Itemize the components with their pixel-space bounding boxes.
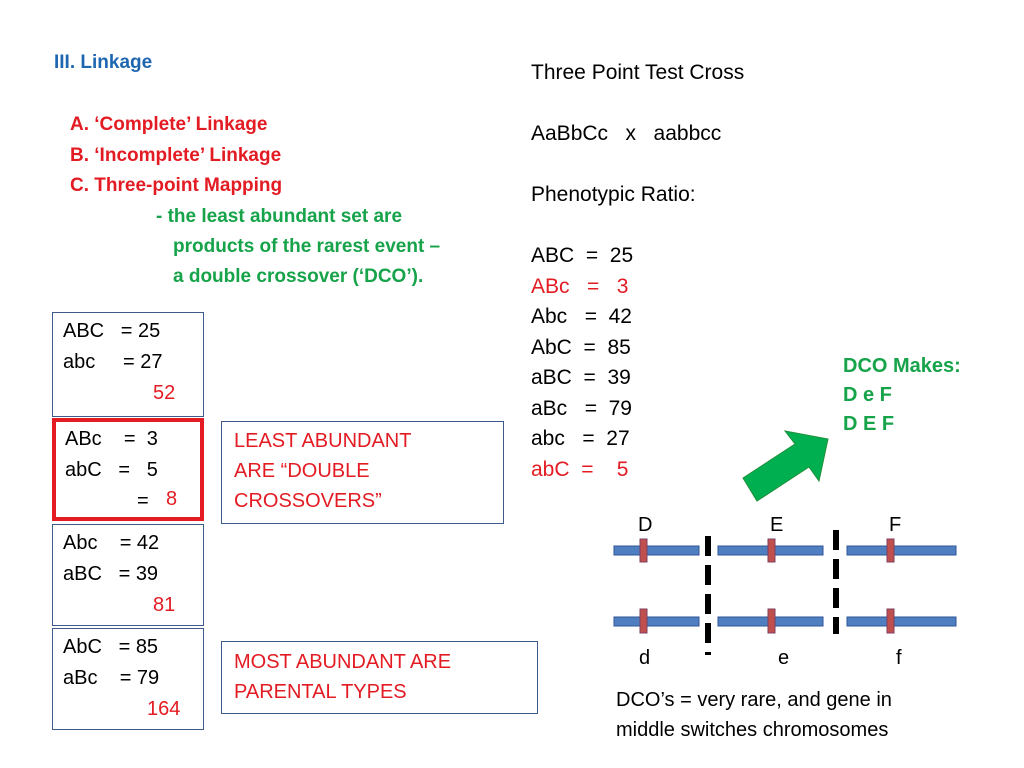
chromosome-segment <box>846 616 957 627</box>
ratio-row: ABC = 25 <box>531 244 634 267</box>
group-line: ABC = 25 <box>63 320 161 342</box>
dco-heading: DCO Makes: <box>843 355 961 377</box>
caption-line: middle switches chromosomes <box>616 719 889 741</box>
arrow-icon <box>742 430 829 502</box>
section-heading: III. Linkage <box>54 52 153 73</box>
dco-line: D E F <box>843 413 895 435</box>
chromosome-segment <box>846 545 957 556</box>
gene-label-bottom: f <box>896 647 902 669</box>
group-total: 8 <box>166 488 178 510</box>
chromosome-diagram <box>613 530 957 655</box>
group-box-sco-1: Abc = 42 aBC = 39 81 <box>52 524 204 626</box>
outline-item-incomplete: B. ‘Incomplete’ Linkage <box>70 145 282 166</box>
callout-line: PARENTAL TYPES <box>234 681 407 703</box>
callout-least-abundant: LEAST ABUNDANT ARE “DOUBLE CROSSOVERS” <box>221 421 504 524</box>
gene-label-top: F <box>889 514 902 536</box>
chromosome-segment <box>613 616 700 627</box>
group-line: aBc = 79 <box>63 667 160 689</box>
gene-label-top: E <box>770 514 784 536</box>
group-total: 52 <box>153 382 176 404</box>
caption-line: DCO’s = very rare, and gene in <box>616 689 892 711</box>
ratio-row: abc = 27 <box>531 427 630 450</box>
group-total-equals: = <box>137 490 149 512</box>
group-total: 164 <box>147 698 181 720</box>
group-line: aBC = 39 <box>63 563 159 585</box>
note-line-3: a double crossover (‘DCO’). <box>173 266 424 287</box>
gene-marker <box>767 608 776 634</box>
gene-label-top: D <box>638 514 653 536</box>
group-line: abc = 27 <box>63 351 163 373</box>
dco-block: DCO Makes: D e F D E F <box>843 352 961 439</box>
gene-marker <box>639 538 648 563</box>
group-box-parental-abc: ABC = 25 abc = 27 52 <box>52 312 204 417</box>
group-line: ABc = 3 <box>65 428 158 450</box>
diagram-caption: DCO’s = very rare, and gene in middle sw… <box>616 685 892 745</box>
callout-line: MOST ABUNDANT ARE <box>234 651 452 673</box>
ratio-row: aBc = 79 <box>531 396 632 420</box>
ratio-list: ABC = 25 ABc = 3 Abc = 42 AbC = 85 aBC =… <box>531 241 633 485</box>
ratio-row: aBC = 39 <box>531 366 631 389</box>
outline-item-complete: A. ‘Complete’ Linkage <box>70 114 268 135</box>
gene-label-bottom: e <box>778 647 790 669</box>
gene-marker <box>639 608 648 634</box>
ratio-row: Abc = 42 <box>531 305 632 328</box>
group-line: AbC = 85 <box>63 636 159 658</box>
group-line: Abc = 42 <box>63 532 160 554</box>
ratio-label: Phenotypic Ratio: <box>531 183 696 206</box>
chromosome-segment <box>613 545 700 556</box>
callout-line: ARE “DOUBLE <box>234 460 370 482</box>
callout-line: CROSSOVERS” <box>234 490 382 512</box>
gene-label-bottom: d <box>639 647 651 669</box>
group-box-dco: ABc = 3 abC = 5 = 8 <box>52 418 204 521</box>
note-line-1: - the least abundant set are <box>156 206 403 227</box>
outline-item-three-point: C. Three-point Mapping <box>70 175 283 196</box>
group-total: 81 <box>153 594 176 616</box>
callout-line: LEAST ABUNDANT <box>234 430 412 452</box>
gene-marker <box>886 538 895 563</box>
gene-marker <box>767 538 776 563</box>
gene-marker <box>886 608 895 634</box>
note-line-2: products of the rarest event – <box>173 236 441 257</box>
callout-most-abundant: MOST ABUNDANT ARE PARENTAL TYPES <box>221 641 538 714</box>
dco-line: D e F <box>843 384 892 406</box>
group-line: abC = 5 <box>65 459 158 481</box>
ratio-row: AbC = 85 <box>531 335 631 359</box>
group-box-sco-2: AbC = 85 aBc = 79 164 <box>52 628 204 730</box>
ratio-row: abC = 5 <box>531 457 629 481</box>
ratio-row: ABc = 3 <box>531 274 629 298</box>
cross-title: Three Point Test Cross <box>531 61 745 84</box>
cross-parents: AaBbCc x aabbcc <box>531 122 722 145</box>
